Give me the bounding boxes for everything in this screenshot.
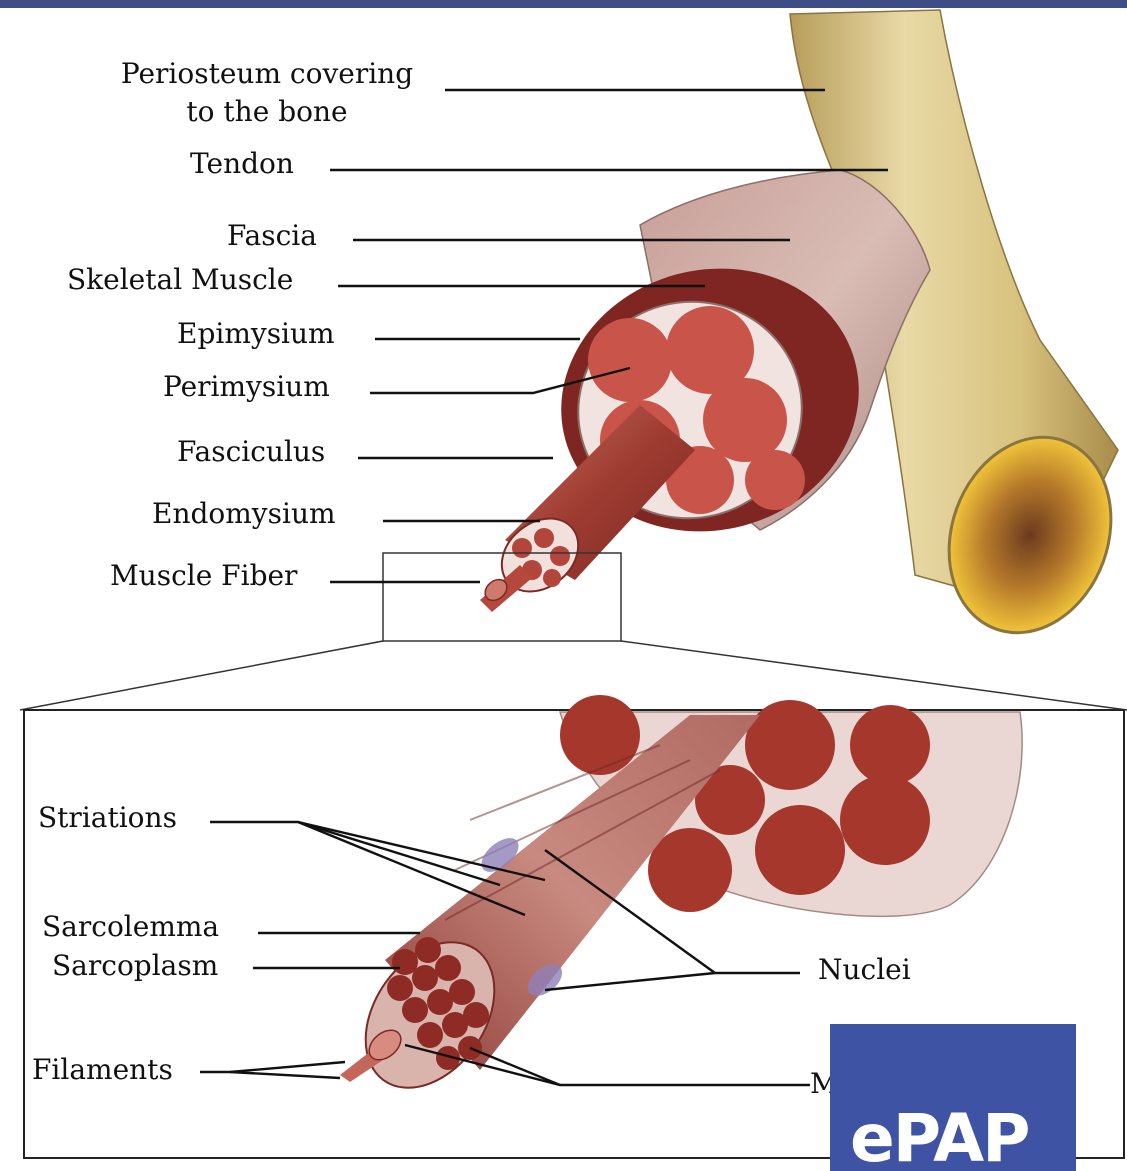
label-filaments: Filaments — [32, 1056, 173, 1084]
label-fascia: Fascia — [227, 222, 317, 250]
label-epimysium: Epimysium — [177, 320, 335, 348]
epap-logo: ePAP — [830, 1024, 1076, 1171]
label-nuclei: Nuclei — [818, 956, 911, 984]
label-sarcolemma: Sarcolemma — [42, 913, 219, 941]
logo-text: ePAP — [850, 1106, 1029, 1171]
label-muscle-fiber: Muscle Fiber — [110, 562, 297, 590]
label-endomysium: Endomysium — [152, 500, 336, 528]
label-tendon: Tendon — [190, 150, 294, 178]
muscle-illustration — [480, 170, 930, 612]
label-perimysium: Perimysium — [163, 373, 330, 401]
label-periosteum: Periosteum covering to the bone — [92, 60, 442, 126]
label-fasciculus: Fasciculus — [177, 438, 325, 466]
label-skeletal-muscle: Skeletal Muscle — [67, 266, 293, 294]
label-sarcoplasm: Sarcoplasm — [52, 952, 218, 980]
label-striations: Striations — [38, 804, 177, 832]
